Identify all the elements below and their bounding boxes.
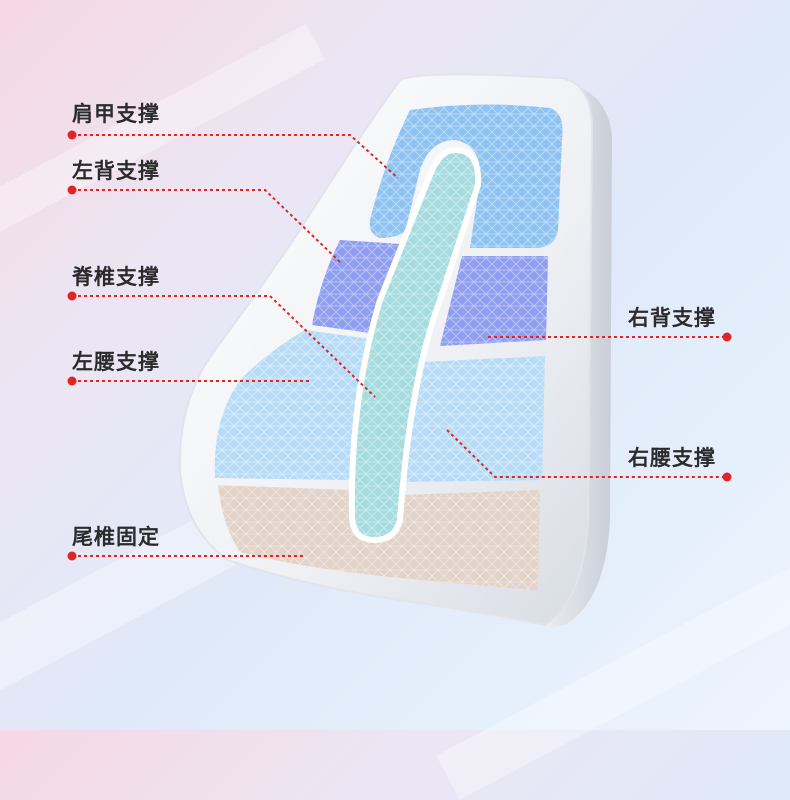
leader-line-right-waist bbox=[446, 429, 727, 478]
spine-zone bbox=[348, 146, 482, 544]
right-waist-zone bbox=[400, 356, 545, 482]
label-left-waist-support: 左腰支撑 bbox=[72, 350, 160, 374]
leader-lines bbox=[72, 134, 727, 557]
lumbar-cushion-illustration bbox=[67, 73, 732, 628]
leader-line-spine bbox=[72, 295, 376, 398]
cushion-side bbox=[548, 82, 612, 628]
leader-dot-spine bbox=[67, 291, 77, 301]
label-left-back-support: 左背支撑 bbox=[72, 159, 160, 183]
label-tailbone-fixation: 尾椎固定 bbox=[72, 525, 160, 549]
leader-dots bbox=[67, 130, 732, 561]
leader-line-left-back bbox=[72, 189, 341, 263]
label-spine-support: 脊椎支撑 bbox=[72, 265, 160, 289]
leader-dot-left-back bbox=[67, 185, 77, 195]
label-right-waist-support: 右腰支撑 bbox=[628, 446, 716, 470]
left-waist-zone bbox=[214, 330, 378, 480]
label-right-back-support: 右背支撑 bbox=[628, 306, 716, 330]
shoulder-zone bbox=[369, 104, 563, 248]
leader-dot-left-waist bbox=[67, 376, 77, 386]
tailbone-zone bbox=[218, 485, 540, 590]
leader-dot-right-waist bbox=[722, 472, 732, 482]
leader-dot-tailbone bbox=[67, 551, 77, 561]
leader-line-shoulder bbox=[72, 134, 399, 179]
leader-dot-right-back bbox=[722, 332, 732, 342]
label-shoulder-support: 肩甲支撑 bbox=[72, 102, 160, 126]
right-back-zone bbox=[440, 256, 548, 346]
leader-dot-shoulder bbox=[67, 130, 77, 140]
